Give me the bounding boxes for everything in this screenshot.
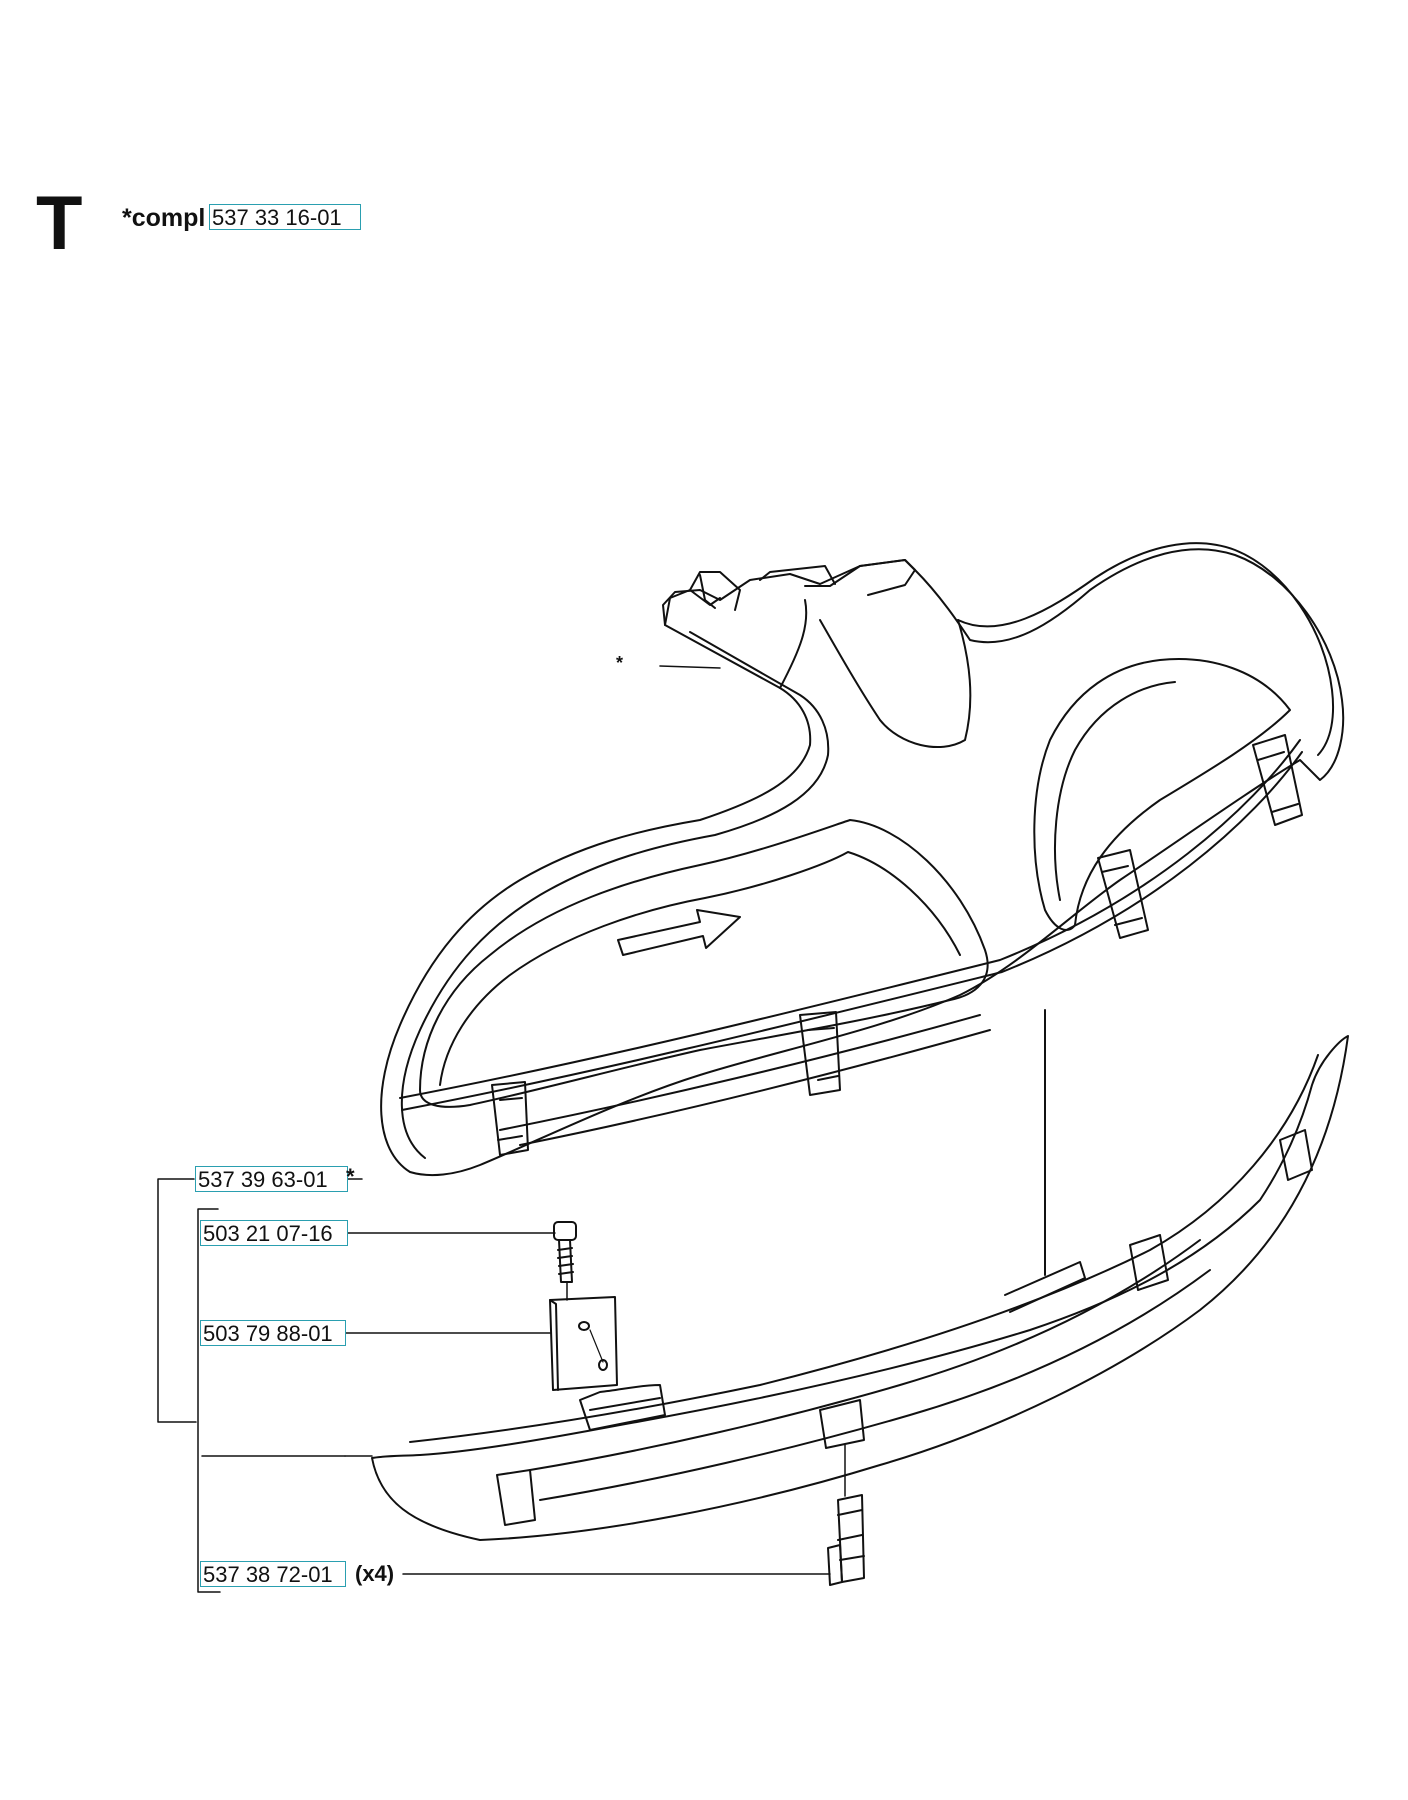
drawing-asterisk-mark: * bbox=[616, 653, 624, 673]
leader-lines bbox=[157, 1178, 831, 1593]
part-link-clip[interactable]: 537 38 72-01 bbox=[200, 1561, 346, 1587]
part-link-compl[interactable]: 537 33 16-01 bbox=[209, 204, 361, 230]
lower-guard-strip bbox=[371, 1035, 1349, 1541]
compl-label: *compl bbox=[122, 204, 206, 232]
guard-assembly-suffix: * bbox=[346, 1164, 355, 1189]
clip-part bbox=[827, 1444, 865, 1586]
part-link-guard-assembly[interactable]: 537 39 63-01 bbox=[195, 1166, 348, 1192]
direction-arrow-icon bbox=[617, 909, 741, 956]
upper-guard bbox=[380, 542, 1345, 1177]
part-link-plate[interactable]: 503 79 88-01 bbox=[200, 1320, 346, 1346]
plate-part bbox=[549, 1296, 618, 1391]
clip-quantity: (x4) bbox=[355, 1561, 395, 1586]
section-letter: T bbox=[36, 181, 83, 266]
screw-part bbox=[553, 1221, 577, 1301]
part-link-screw[interactable]: 503 21 07-16 bbox=[200, 1220, 348, 1246]
